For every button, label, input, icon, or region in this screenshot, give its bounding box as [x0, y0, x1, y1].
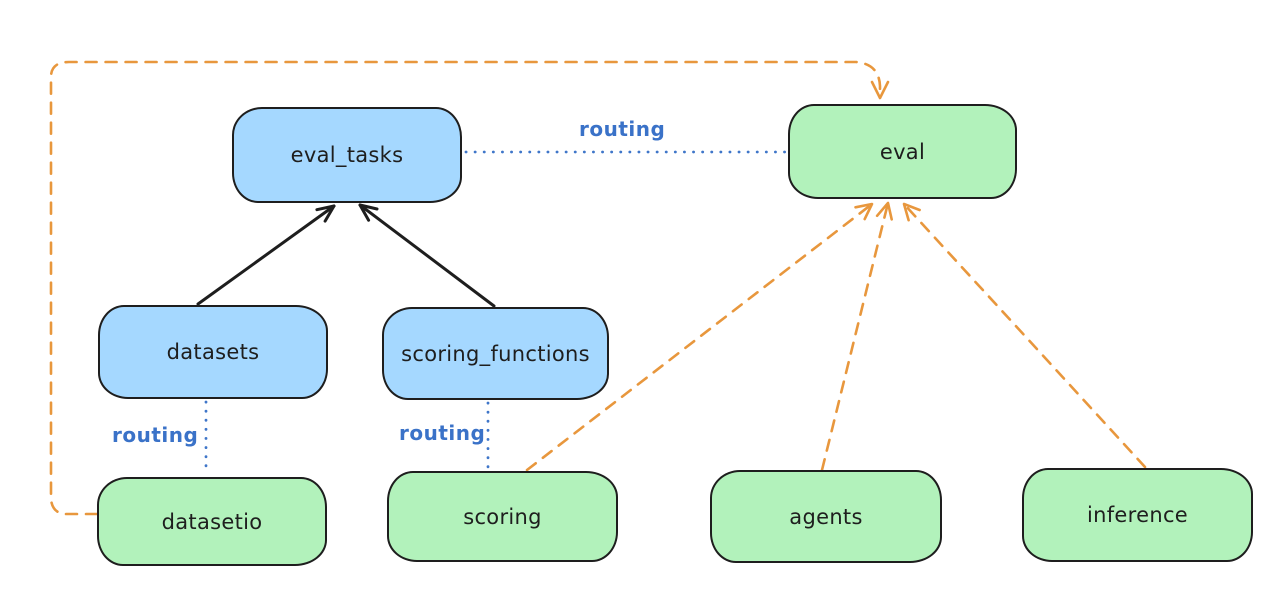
node-agents-label: agents — [789, 504, 863, 529]
edge-datasets-to-eval-tasks — [196, 204, 336, 306]
edge-label-routing-datasetio: routing — [112, 423, 199, 447]
edge-label-routing-top: routing — [579, 117, 666, 141]
node-datasetio[interactable]: datasetio — [97, 477, 327, 566]
edge-agents-to-eval — [820, 201, 894, 472]
arrowhead — [315, 204, 336, 223]
node-eval-tasks[interactable]: eval_tasks — [232, 107, 462, 203]
arrowhead — [902, 202, 921, 222]
node-eval-tasks-label: eval_tasks — [290, 143, 404, 167]
node-eval[interactable]: eval — [788, 104, 1017, 199]
node-datasets-label: datasets — [166, 340, 260, 364]
node-scoring[interactable]: scoring — [387, 471, 618, 562]
arrowhead — [358, 203, 379, 222]
arrowhead — [870, 80, 890, 100]
node-scoring-functions[interactable]: scoring_functions — [382, 307, 609, 400]
edge-scoring-functions-to-eval-tasks — [358, 203, 496, 308]
node-eval-label: eval — [879, 139, 926, 164]
arrowhead — [854, 202, 874, 221]
edge-label-routing-scoring: routing — [399, 421, 486, 445]
node-inference[interactable]: inference — [1022, 468, 1253, 562]
node-scoring-functions-label: scoring_functions — [401, 341, 590, 366]
node-agents[interactable]: agents — [710, 470, 942, 563]
node-scoring-label: scoring — [463, 504, 542, 529]
edge-inference-to-eval — [902, 202, 1147, 469]
node-datasetio-label: datasetio — [161, 509, 263, 534]
node-inference-label: inference — [1086, 503, 1189, 527]
node-datasets[interactable]: datasets — [98, 305, 328, 399]
arrowhead — [875, 201, 894, 221]
